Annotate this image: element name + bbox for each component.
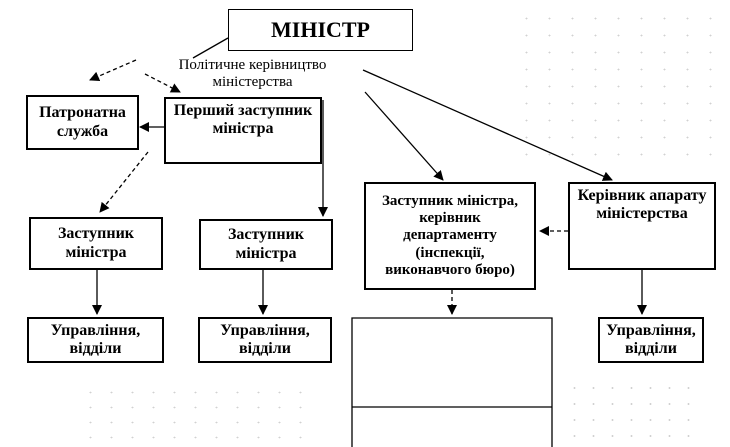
departments-left-line1: Управління,: [50, 321, 141, 339]
connector-politics-patronage: [89, 59, 137, 81]
deputy-left-line1: Заступник: [57, 225, 135, 243]
patronage-service-box: Патронатна служба: [26, 95, 139, 150]
deputy-department-line5: виконавчого бюро): [385, 261, 515, 278]
apparatus-head-box: Керівник апарату міністерства: [568, 182, 716, 270]
deputy-mid-line2: міністра: [235, 244, 297, 262]
first-deputy-line1: Перший заступник: [173, 102, 313, 119]
patronage-service-line1: Патронатна: [39, 104, 126, 122]
political-leadership-label: Політичне керівництво міністерства: [150, 57, 355, 90]
departments-right-line1: Управління,: [606, 321, 696, 339]
connector-politics-deputydept: [364, 91, 444, 181]
departments-right-box: Управління, відділи: [598, 317, 704, 363]
deputy-left-box: Заступник міністра: [29, 217, 163, 270]
departments-mid-line2: відділи: [239, 340, 291, 357]
first-deputy-line2: міністра: [212, 120, 274, 138]
scan-noise-bottom-left: [80, 385, 310, 440]
first-deputy-box: Перший заступник міністра: [164, 97, 322, 164]
empty-department-block: [351, 317, 553, 447]
deputy-mid-line1: Заступник: [227, 226, 305, 244]
deputy-department-line1: Заступник міністра,: [381, 192, 519, 209]
connector-minister-politics: [192, 37, 229, 59]
departments-left-line2: відділи: [69, 340, 122, 357]
apparatus-head-line1: Керівник апарату: [577, 187, 707, 204]
apparatus-head-line2: міністерства: [596, 205, 688, 223]
scan-noise-bottom-right: [565, 380, 705, 440]
departments-mid-box: Управління, відділи: [198, 317, 332, 363]
connector-firstdeputy-deputyleft: [99, 151, 149, 213]
departments-mid-line1: Управління,: [220, 321, 310, 339]
political-leadership-line2: міністерства: [212, 73, 293, 90]
deputy-department-box: Заступник міністра, керівник департамент…: [364, 182, 536, 290]
deputy-department-line3: департаменту: [403, 227, 497, 244]
political-leadership-line1: Політичне керівництво: [178, 57, 327, 73]
deputy-department-line4: (інспекції,: [415, 244, 485, 261]
departments-left-box: Управління, відділи: [27, 317, 164, 363]
departments-right-line2: відділи: [625, 340, 677, 357]
deputy-mid-box: Заступник міністра: [199, 219, 333, 270]
scan-noise-top-right: [515, 10, 715, 160]
minister-box: МІНІСТР: [228, 9, 413, 51]
minister-label: МІНІСТР: [271, 17, 370, 43]
connector-politics-apparatus: [362, 69, 613, 181]
deputy-left-line2: міністра: [65, 243, 127, 261]
patronage-service-line2: служба: [56, 122, 109, 140]
deputy-department-line2: керівник: [419, 210, 481, 227]
